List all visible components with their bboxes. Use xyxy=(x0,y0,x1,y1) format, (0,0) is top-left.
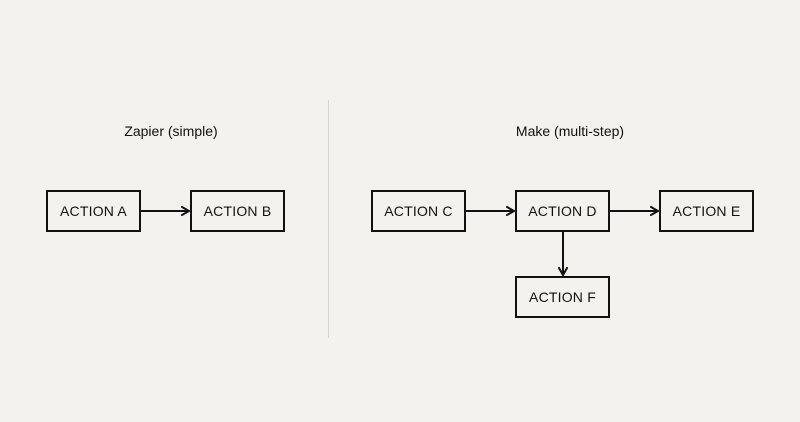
node-action-d: ACTION D xyxy=(515,190,610,232)
make-panel-title: Make (multi-step) xyxy=(515,123,625,139)
node-action-c: ACTION C xyxy=(371,190,466,232)
node-action-f: ACTION F xyxy=(515,276,610,318)
node-action-a: ACTION A xyxy=(46,190,141,232)
zapier-panel-title: Zapier (simple) xyxy=(124,123,218,139)
node-action-b: ACTION B xyxy=(190,190,285,232)
panel-divider xyxy=(328,100,329,338)
node-action-e: ACTION E xyxy=(659,190,754,232)
